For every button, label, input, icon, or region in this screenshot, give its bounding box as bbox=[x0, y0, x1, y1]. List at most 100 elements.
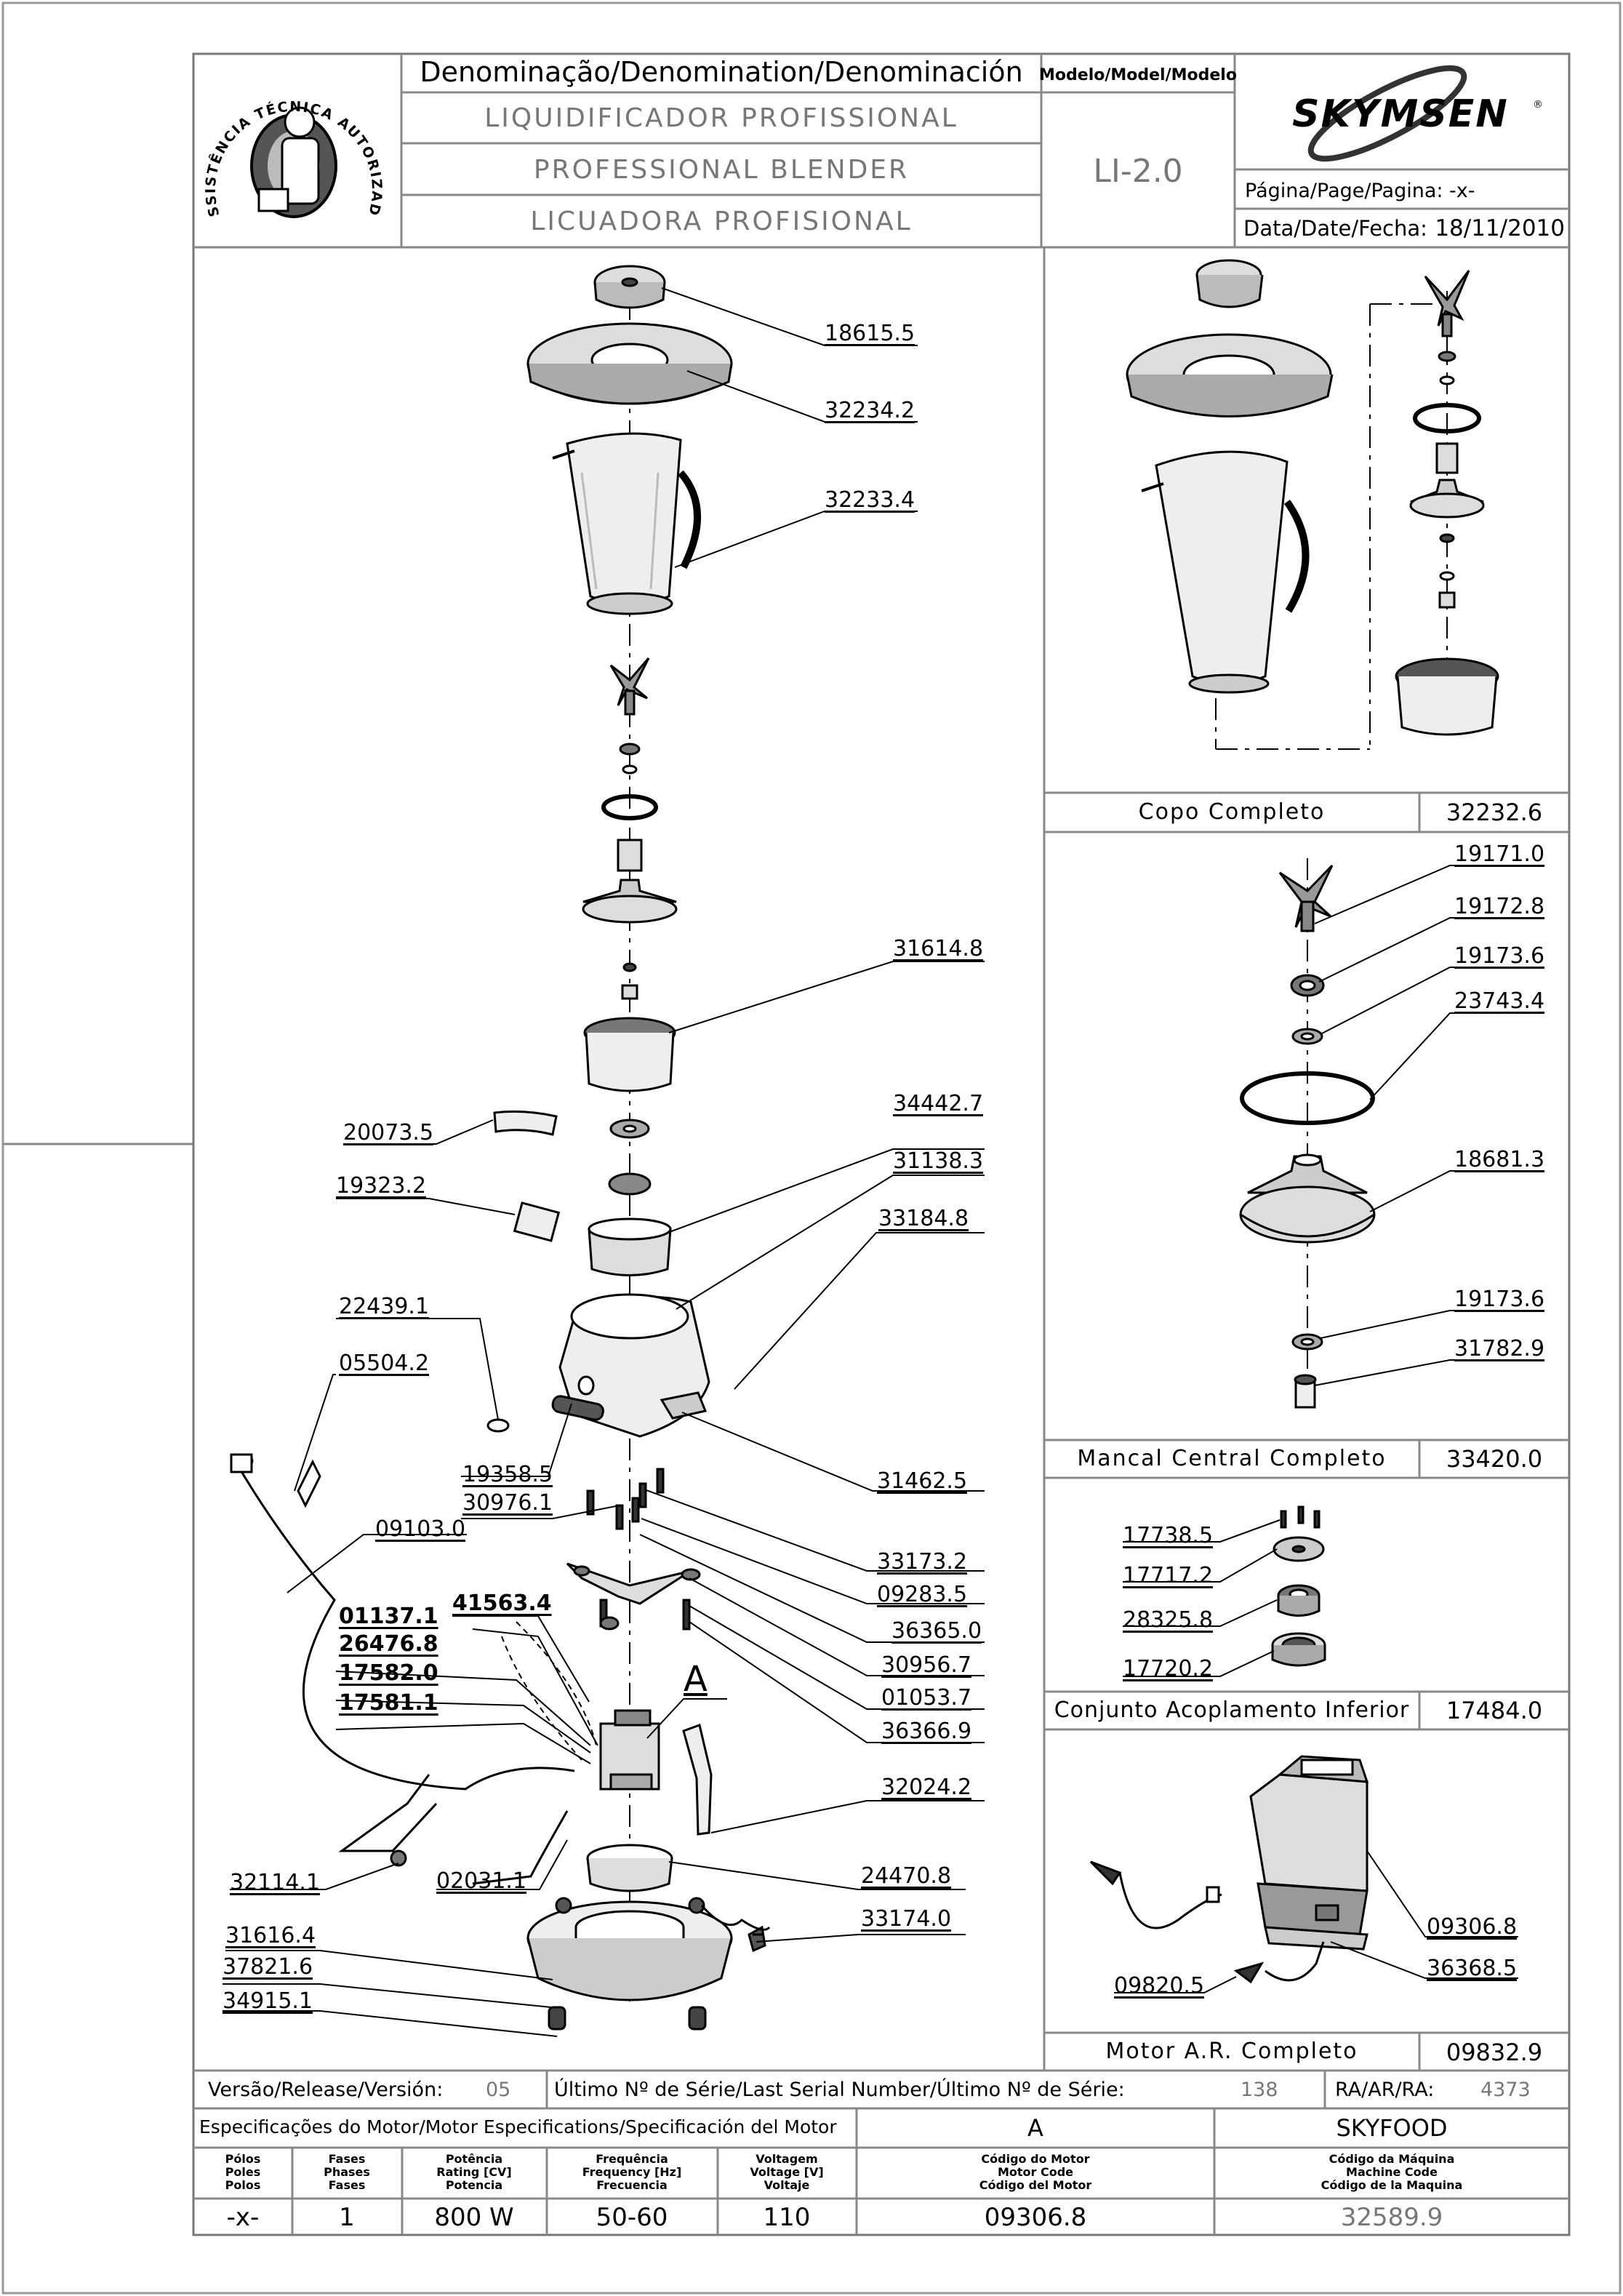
release-value: 05 bbox=[486, 2079, 511, 2101]
ra-value: 4373 bbox=[1480, 2079, 1531, 2101]
model-label: Modelo/Model/Modelo bbox=[1039, 66, 1237, 84]
part-label[interactable]: 19173.6 bbox=[1454, 943, 1545, 969]
part-label[interactable]: 01137.1 bbox=[339, 1604, 438, 1629]
part-label[interactable]: 02031.1 bbox=[436, 1868, 527, 1894]
part-label[interactable]: 28325.8 bbox=[1123, 1607, 1214, 1633]
spec-value: 09306.8 bbox=[984, 2203, 1087, 2232]
motor-spec-group-b: SKYFOOD bbox=[1336, 2114, 1448, 2142]
part-label[interactable]: 24470.8 bbox=[861, 1863, 952, 1889]
part-label[interactable]: 31614.8 bbox=[893, 936, 984, 961]
brand-name: SKYMSEN bbox=[1292, 92, 1509, 136]
acoplamento-diagram bbox=[1271, 1505, 1326, 1667]
part-label[interactable]: 32024.2 bbox=[881, 1775, 972, 1800]
spec-value: 800 W bbox=[434, 2203, 514, 2232]
mancal-central-diagram bbox=[1239, 858, 1376, 1409]
part-label[interactable]: 17581.1 bbox=[339, 1690, 438, 1716]
spec-value: 1 bbox=[339, 2203, 355, 2232]
part-label[interactable]: 22439.1 bbox=[339, 1294, 430, 1319]
part-label[interactable]: 37821.6 bbox=[223, 1954, 313, 1980]
svg-text:Polos: Polos bbox=[225, 2178, 261, 2192]
part-label[interactable]: 30976.1 bbox=[462, 1490, 553, 1516]
part-label[interactable]: 19358.5 bbox=[462, 1462, 553, 1487]
part-label[interactable]: 30956.7 bbox=[881, 1652, 972, 1678]
svg-text:Frequency [Hz]: Frequency [Hz] bbox=[582, 2165, 682, 2179]
part-label[interactable]: 09103.0 bbox=[375, 1516, 466, 1542]
part-label[interactable]: 09306.8 bbox=[1427, 1914, 1518, 1940]
svg-text:Potência: Potência bbox=[446, 2152, 502, 2166]
assembly-code: 32232.6 bbox=[1446, 799, 1543, 826]
serial-label: Último Nº de Série/Last Serial Number/Úl… bbox=[554, 2079, 1125, 2101]
part-label[interactable]: 33184.8 bbox=[878, 1206, 969, 1231]
part-label[interactable]: 19172.8 bbox=[1454, 894, 1545, 919]
release-label: Versão/Release/Versión: bbox=[208, 2079, 444, 2101]
part-label[interactable]: 09820.5 bbox=[1114, 1973, 1205, 1999]
part-label[interactable]: 17582.0 bbox=[339, 1660, 438, 1686]
part-label[interactable]: 36368.5 bbox=[1427, 1956, 1518, 1981]
mancal-leader-lines bbox=[1314, 865, 1544, 1386]
assembly-code: 09832.9 bbox=[1446, 2039, 1543, 2066]
svg-text:Poles: Poles bbox=[225, 2165, 261, 2179]
motor-ar-diagram bbox=[1089, 1755, 1369, 1984]
main-exploded-diagram bbox=[230, 265, 771, 2031]
name-es: LICUADORA PROFISIONAL bbox=[530, 207, 912, 236]
spec-value: -x- bbox=[226, 2203, 260, 2232]
copo-completo-diagram bbox=[1126, 259, 1499, 750]
svg-text:Phases: Phases bbox=[324, 2165, 370, 2179]
part-label[interactable]: 36366.9 bbox=[881, 1719, 972, 1744]
assembly-name: Conjunto Acoplamento Inferior bbox=[1054, 1697, 1410, 1723]
part-label[interactable]: 17738.5 bbox=[1123, 1523, 1214, 1548]
spec-value: 32589.9 bbox=[1340, 2203, 1443, 2232]
svg-text:Código da Máquina: Código da Máquina bbox=[1329, 2152, 1455, 2166]
denomination-label: Denominação/Denomination/Denominación bbox=[420, 56, 1022, 88]
part-label[interactable]: 05504.2 bbox=[339, 1351, 430, 1376]
svg-text:Frequência: Frequência bbox=[596, 2152, 668, 2166]
part-label[interactable]: 01053.7 bbox=[881, 1685, 972, 1711]
part-label[interactable]: 26476.8 bbox=[339, 1631, 438, 1657]
part-label[interactable]: 23743.4 bbox=[1454, 988, 1545, 1014]
part-label[interactable]: 41563.4 bbox=[452, 1591, 552, 1616]
motor-spec-title: Especificações do Motor/Motor Especifica… bbox=[199, 2116, 837, 2137]
part-label[interactable]: 31782.9 bbox=[1454, 1336, 1545, 1361]
assembly-name: Copo Completo bbox=[1138, 799, 1326, 825]
part-label[interactable]: 34915.1 bbox=[223, 1988, 313, 2014]
part-label[interactable]: 32234.2 bbox=[825, 398, 915, 423]
part-label[interactable]: 19171.0 bbox=[1454, 841, 1545, 867]
part-label[interactable]: 09283.5 bbox=[877, 1582, 968, 1607]
part-label[interactable]: 31616.4 bbox=[225, 1923, 316, 1948]
svg-text:Código del Motor: Código del Motor bbox=[979, 2178, 1092, 2192]
date-value: 18/11/2010 bbox=[1435, 215, 1565, 241]
spec-value: 110 bbox=[763, 2203, 811, 2232]
part-label[interactable]: 31462.5 bbox=[877, 1468, 968, 1494]
part-label[interactable]: 20073.5 bbox=[343, 1120, 434, 1145]
svg-text:Potencia: Potencia bbox=[446, 2178, 502, 2192]
part-label[interactable]: 19173.6 bbox=[1454, 1287, 1545, 1312]
part-label[interactable]: 36365.0 bbox=[891, 1618, 982, 1644]
main-leader-lines bbox=[223, 287, 985, 2037]
part-label[interactable]: 18681.3 bbox=[1454, 1147, 1545, 1172]
svg-text:Voltage [V]: Voltage [V] bbox=[750, 2165, 823, 2179]
spec-value: 50-60 bbox=[596, 2203, 668, 2232]
part-label[interactable]: 19323.2 bbox=[336, 1173, 427, 1199]
svg-text:Código do Motor: Código do Motor bbox=[981, 2152, 1089, 2166]
part-label[interactable]: 17720.2 bbox=[1123, 1656, 1214, 1681]
page-label: Página/Page/Pagina: -x- bbox=[1245, 180, 1475, 202]
svg-text:Fases: Fases bbox=[329, 2178, 366, 2192]
part-label[interactable]: 34442.7 bbox=[893, 1091, 984, 1116]
assembly-name: Motor A.R. Completo bbox=[1105, 2039, 1358, 2064]
part-label[interactable]: 18615.5 bbox=[825, 321, 915, 346]
part-label[interactable]: 33174.0 bbox=[861, 1906, 952, 1932]
part-label[interactable]: 31138.3 bbox=[893, 1148, 984, 1174]
brand-mark: ® bbox=[1533, 99, 1543, 111]
motor-leader-lines bbox=[1114, 1850, 1518, 1993]
name-pt: LIQUIDIFICADOR PROFISSIONAL bbox=[484, 103, 958, 133]
part-label[interactable]: 32233.4 bbox=[825, 487, 915, 513]
svg-text:Pólos: Pólos bbox=[225, 2152, 261, 2166]
part-label[interactable]: 33173.2 bbox=[877, 1549, 968, 1575]
acoplamento-leader-lines bbox=[1123, 1519, 1281, 1677]
part-label[interactable]: 17717.2 bbox=[1123, 1563, 1214, 1588]
assembly-code: 33420.0 bbox=[1446, 1445, 1543, 1473]
motor-spec-column-headers: Pólos Poles Polos Fases Phases Fases Pot… bbox=[225, 2152, 1463, 2192]
ra-label: RA/AR/RA: bbox=[1335, 2079, 1435, 2101]
part-label[interactable]: 32114.1 bbox=[230, 1870, 321, 1895]
